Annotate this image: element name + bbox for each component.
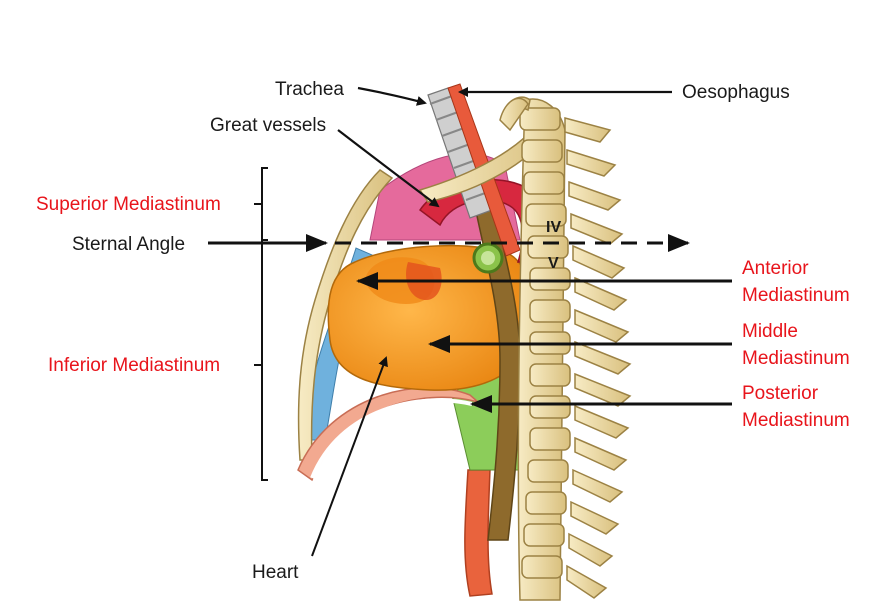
anterior-label-line2: Mediastinum <box>742 285 850 306</box>
superior-bracket <box>262 168 268 240</box>
posterior-label-line2: Mediastinum <box>742 410 850 431</box>
great-vessels-label: Great vessels <box>210 115 326 136</box>
vertebra-iv-label: IV <box>546 219 561 236</box>
vertebra-v-label: V <box>548 255 559 272</box>
descending-aorta-lower <box>465 470 492 596</box>
superior-mediastinum-label: Superior Mediastinum <box>36 194 221 215</box>
trachea-label: Trachea <box>275 79 344 100</box>
posterior-label-line1: Posterior <box>742 383 819 404</box>
inferior-mediastinum-label: Inferior Mediastinum <box>48 355 220 376</box>
anterior-label-line1: Anterior <box>742 258 809 279</box>
vertebral-column <box>500 97 630 600</box>
heart-label: Heart <box>252 562 299 583</box>
thorax-illustration: IV V <box>298 84 630 600</box>
middle-label-line2: Mediastinum <box>742 348 850 369</box>
middle-label-line1: Middle <box>742 321 798 342</box>
mediastinum-brackets <box>254 168 268 480</box>
sternal-angle-label: Sternal Angle <box>72 234 185 255</box>
trachea-arrow <box>358 88 425 103</box>
oesophagus-label: Oesophagus <box>682 82 790 103</box>
inferior-bracket <box>262 240 268 480</box>
diaphragm-pleura <box>312 400 472 478</box>
